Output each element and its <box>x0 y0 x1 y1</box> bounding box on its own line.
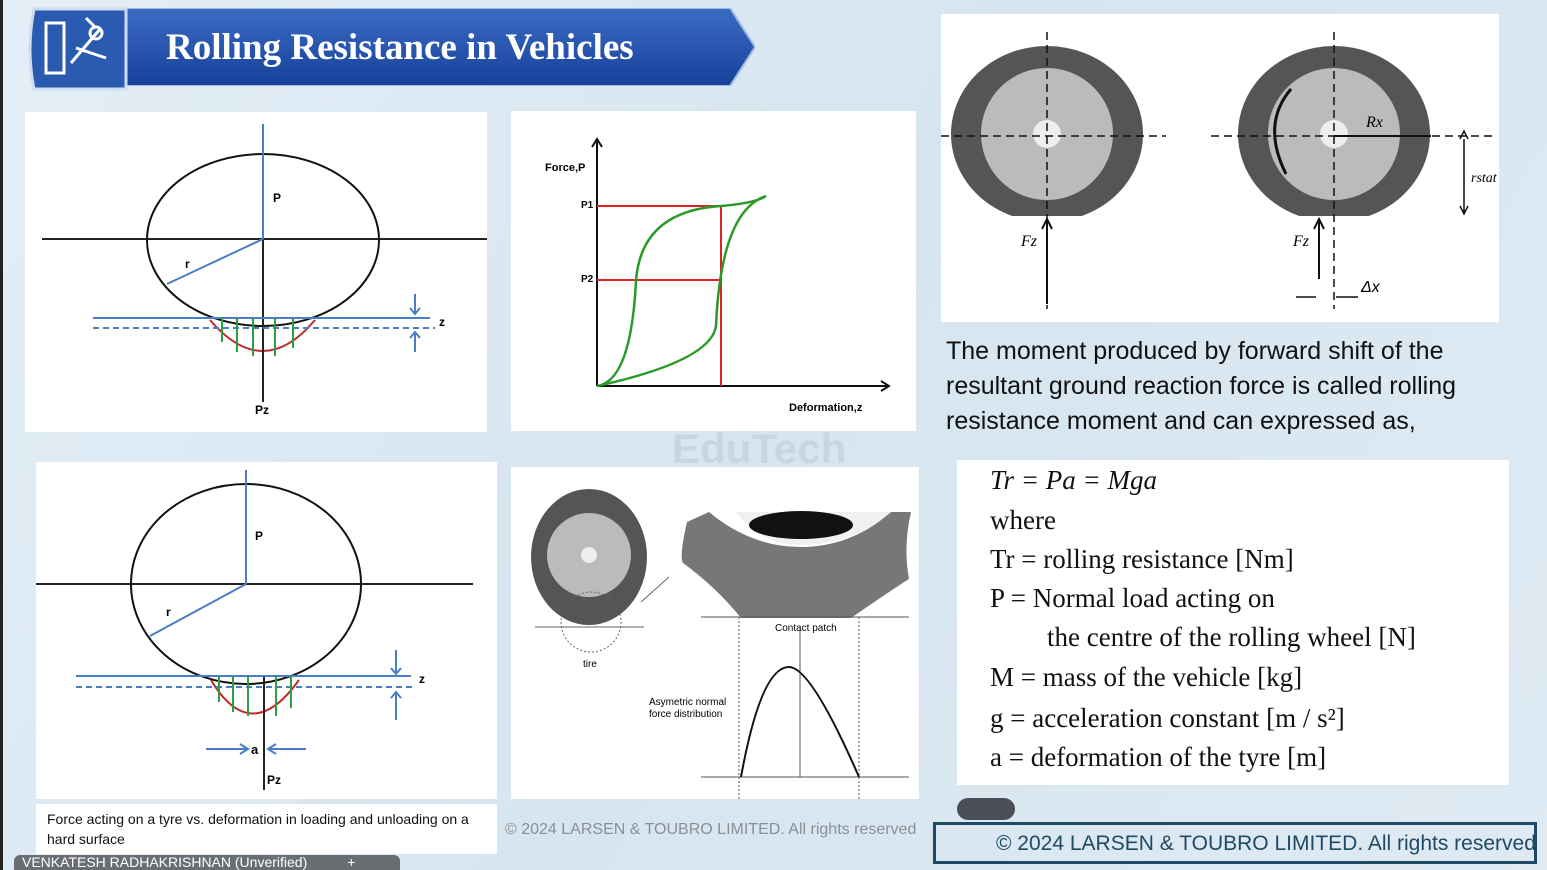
tyre-deformation-diagram: P r z Pz <box>25 112 487 432</box>
r-label: r <box>166 605 171 619</box>
x-axis-label: Deformation,z <box>789 402 863 414</box>
contact-patch-diagram: Contact patch tire Asymetric normal forc… <box>511 467 919 799</box>
p2-tick: P2 <box>581 274 594 285</box>
title-banner <box>115 8 755 86</box>
z-label: z <box>419 672 425 686</box>
wheel-force-diagram: Fz Fz Rx rstat Δx <box>941 14 1499 322</box>
p-label: P <box>255 529 263 543</box>
tyre-deformation-shift-diagram: P r z a Pz <box>36 462 497 799</box>
formula-a: a = deformation of the tyre [m] <box>990 742 1327 772</box>
p1-tick: P1 <box>581 200 594 211</box>
a-label: a <box>251 742 259 757</box>
formula-panel: Tr = Pa = Mga where Tr = rolling resista… <box>957 460 1509 785</box>
r-label: r <box>185 257 190 271</box>
figure-caption: Force acting on a tyre vs. deformation i… <box>36 804 497 854</box>
wheel-static-icon <box>951 46 1143 222</box>
pz-label: Pz <box>267 773 281 787</box>
tire-wheel-icon <box>531 489 647 625</box>
suspension-logo-icon <box>28 7 128 91</box>
dx-label: Δx <box>1360 279 1381 296</box>
watermark: EduTech <box>672 425 847 472</box>
formula-p-cont: the centre of the rolling wheel [N] <box>1047 622 1416 652</box>
force-deformation-graph: Force,P Deformation,z P1 P2 <box>511 111 916 431</box>
description-text: The moment produced by forward shift of … <box>946 337 1456 435</box>
formula-g: g = acceleration constant [m / s²] <box>990 703 1345 733</box>
formula-tr: Tr = rolling resistance [Nm] <box>990 544 1294 574</box>
rx-label: Rx <box>1365 114 1383 131</box>
formula-where: where <box>990 505 1056 535</box>
page-title: Rolling Resistance in Vehicles <box>166 27 634 68</box>
contact-patch-label: Contact patch <box>775 623 837 634</box>
connector-icon[interactable] <box>957 798 1015 820</box>
fz-label-rolling: Fz <box>1292 233 1310 250</box>
y-axis-label: Force,P <box>545 162 585 174</box>
presenter-name-bar[interactable]: VENKATESH RADHAKRISHNAN (Unverified) + <box>14 855 400 870</box>
p-label: P <box>273 191 281 205</box>
pz-label: Pz <box>255 403 269 417</box>
formula-m: M = mass of the vehicle [kg] <box>990 662 1303 692</box>
presenter-name: VENKATESH RADHAKRISHNAN (Unverified) <box>22 855 308 870</box>
tire-label: tire <box>583 659 597 670</box>
z-label: z <box>439 315 445 329</box>
rstat-label: rstat <box>1471 171 1498 186</box>
fz-label-static: Fz <box>1020 233 1038 250</box>
formula-main: Tr = Pa = Mga <box>990 465 1157 495</box>
force-distribution-curve <box>740 665 860 778</box>
window-edge <box>0 0 3 870</box>
distribution-label: Asymetric normal force distribution <box>649 697 727 720</box>
expand-icon[interactable]: + <box>347 855 356 870</box>
formula-p: P = Normal load acting on <box>990 583 1275 613</box>
copyright-box: © 2024 LARSEN & TOUBRO LIMITED. All righ… <box>933 822 1537 864</box>
copyright-text: © 2024 LARSEN & TOUBRO LIMITED. All righ… <box>505 821 917 838</box>
wheel-rolling-icon <box>1238 46 1430 222</box>
